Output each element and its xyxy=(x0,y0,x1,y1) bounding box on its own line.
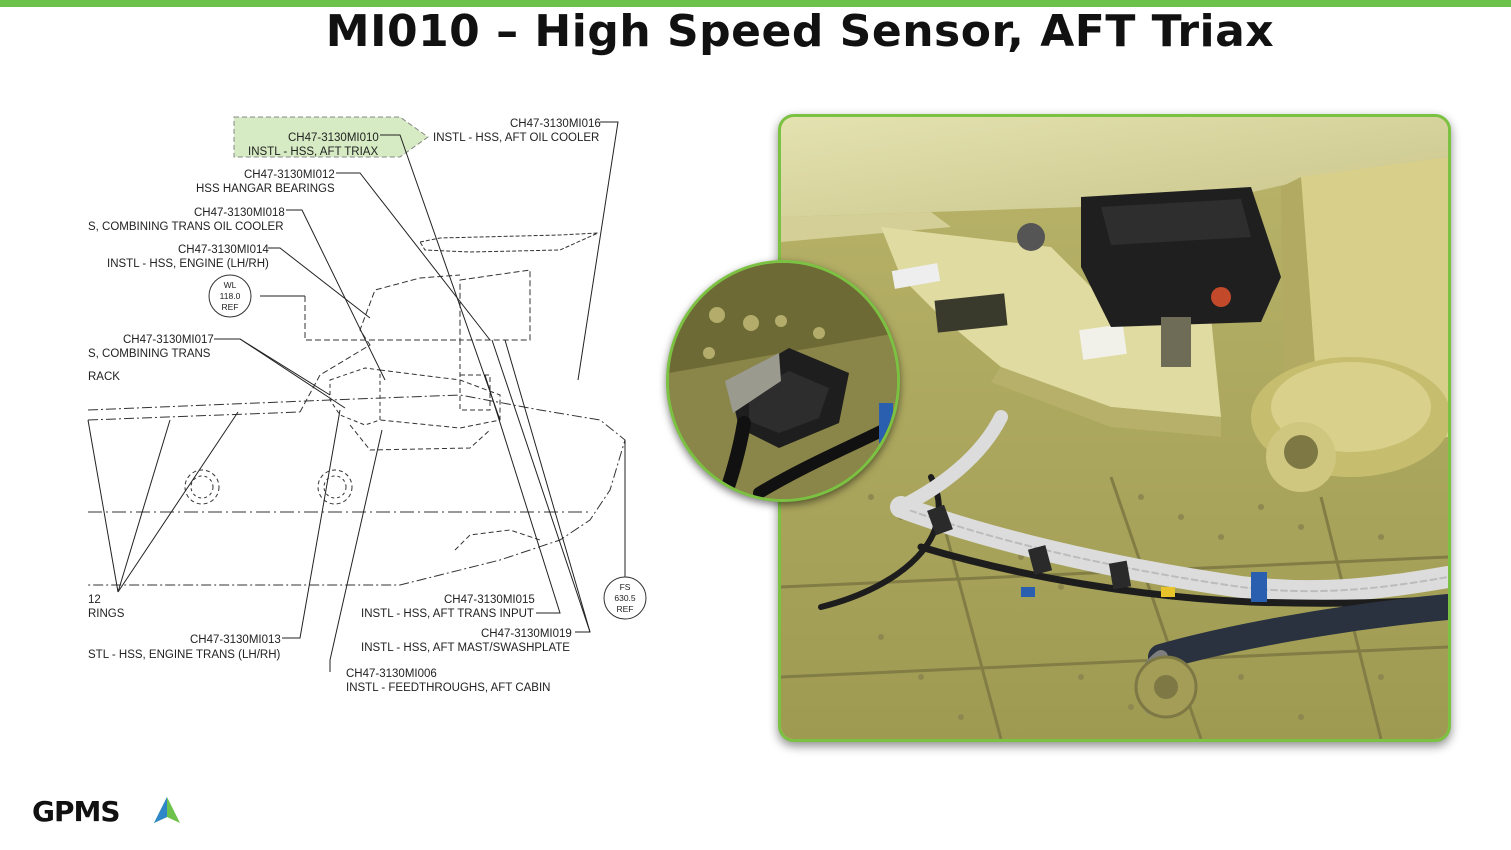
ref-fs-l3: REF xyxy=(617,604,634,614)
callout-desc-rack: RACK xyxy=(88,371,120,383)
ref-fs-l2: 630.5 xyxy=(614,593,636,603)
callout-desc-mi012: HSS HANGAR BEARINGS xyxy=(196,183,335,195)
ref-wl-l2: 118.0 xyxy=(220,291,241,301)
page-title: MI010 – High Speed Sensor, AFT Triax xyxy=(325,6,1275,57)
ref-fs-l1: FS xyxy=(620,582,631,592)
callout-desc-mi019: INSTL - HSS, AFT MAST/SWASHPLATE xyxy=(361,642,570,654)
callout-desc-mi014: INSTL - HSS, ENGINE (LH/RH) xyxy=(107,258,269,270)
installation-photo xyxy=(778,114,1451,742)
callout-desc-mi006: INSTL - FEEDTHROUGHS, AFT CABIN xyxy=(346,682,550,694)
fuselage-outline xyxy=(87,232,626,586)
ref-bubble-wl: WL 118.0 REF xyxy=(208,274,252,318)
callout-desc-mi017: S, COMBINING TRANS xyxy=(88,348,211,360)
callout-code-mi013: CH47-3130MI013 xyxy=(190,634,281,646)
callout-code-mi017: CH47-3130MI017 xyxy=(123,334,214,346)
callout-code-mi019: CH47-3130MI019 xyxy=(481,628,572,640)
ref-wl-l3: REF xyxy=(222,302,239,312)
callout-code-mi006: CH47-3130MI006 xyxy=(346,668,437,680)
callout-code-mi012: CH47-3130MI012 xyxy=(244,169,335,181)
logo-text: GPMS xyxy=(32,795,120,828)
logo-mark-icon xyxy=(154,797,180,823)
harness-clamps xyxy=(927,504,1267,602)
installation-drawing: CH47-3130MI010 INSTL - HSS, AFT TRIAX CH… xyxy=(87,116,647,694)
callout-code-mi012b: 12 xyxy=(88,594,101,606)
callout-desc-mi013: STL - HSS, ENGINE TRANS (LH/RH) xyxy=(88,649,281,661)
callout-code-mi016: CH47-3130MI016 xyxy=(510,118,601,130)
callout-code-mi014: CH47-3130MI014 xyxy=(178,244,269,256)
top-accent-bar xyxy=(0,0,1511,7)
sensor-closeup-inset xyxy=(666,260,900,502)
callout-desc-mi012b: RINGS xyxy=(88,608,125,620)
callout-desc-mi018: S, COMBINING TRANS OIL COOLER xyxy=(88,221,284,233)
callout-code-mi018: CH47-3130MI018 xyxy=(194,207,285,219)
photo-illustration xyxy=(781,117,1448,739)
callout-desc-mi015: INSTL - HSS, AFT TRANS INPUT xyxy=(361,608,534,620)
ref-wl-l1: WL xyxy=(224,280,237,290)
callout-desc-mi016: INSTL - HSS, AFT OIL COOLER xyxy=(433,132,599,144)
gpms-logo: GPMS xyxy=(32,795,180,828)
callout-code-mi015: CH47-3130MI015 xyxy=(444,594,535,606)
callout-desc-mi010: INSTL - HSS, AFT TRIAX xyxy=(248,146,378,158)
highlight-callout-arrow xyxy=(233,116,429,158)
sensor-closeup-illustration xyxy=(669,263,897,499)
leader-lines xyxy=(87,121,626,672)
callout-code-mi010: CH47-3130MI010 xyxy=(288,132,379,144)
ref-bubble-fs: FS 630.5 REF xyxy=(603,576,647,620)
